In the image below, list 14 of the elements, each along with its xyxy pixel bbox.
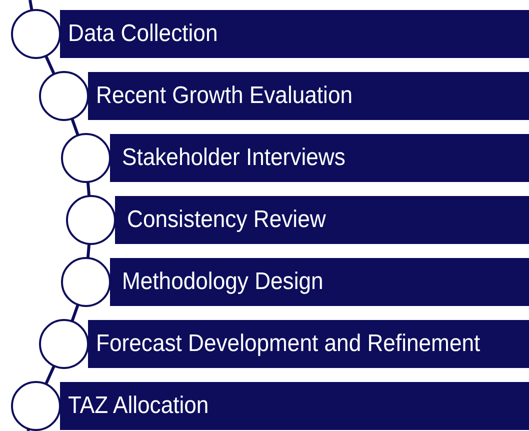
- step-label: Forecast Development and Refinement: [96, 330, 480, 358]
- step-label: Stakeholder Interviews: [122, 144, 346, 172]
- step-bar: [60, 382, 529, 430]
- step-bar: [60, 10, 529, 58]
- step-bar: [110, 258, 529, 306]
- step-label: Methodology Design: [122, 268, 324, 296]
- step-label: TAZ Allocation: [68, 392, 209, 420]
- step-bar: [88, 72, 529, 120]
- step-label: Recent Growth Evaluation: [96, 82, 352, 110]
- step-bar: [115, 196, 529, 244]
- step-label: Data Collection: [68, 20, 218, 48]
- step-bar: [110, 134, 529, 182]
- step-bar: [88, 320, 529, 368]
- step-label: Consistency Review: [127, 206, 326, 234]
